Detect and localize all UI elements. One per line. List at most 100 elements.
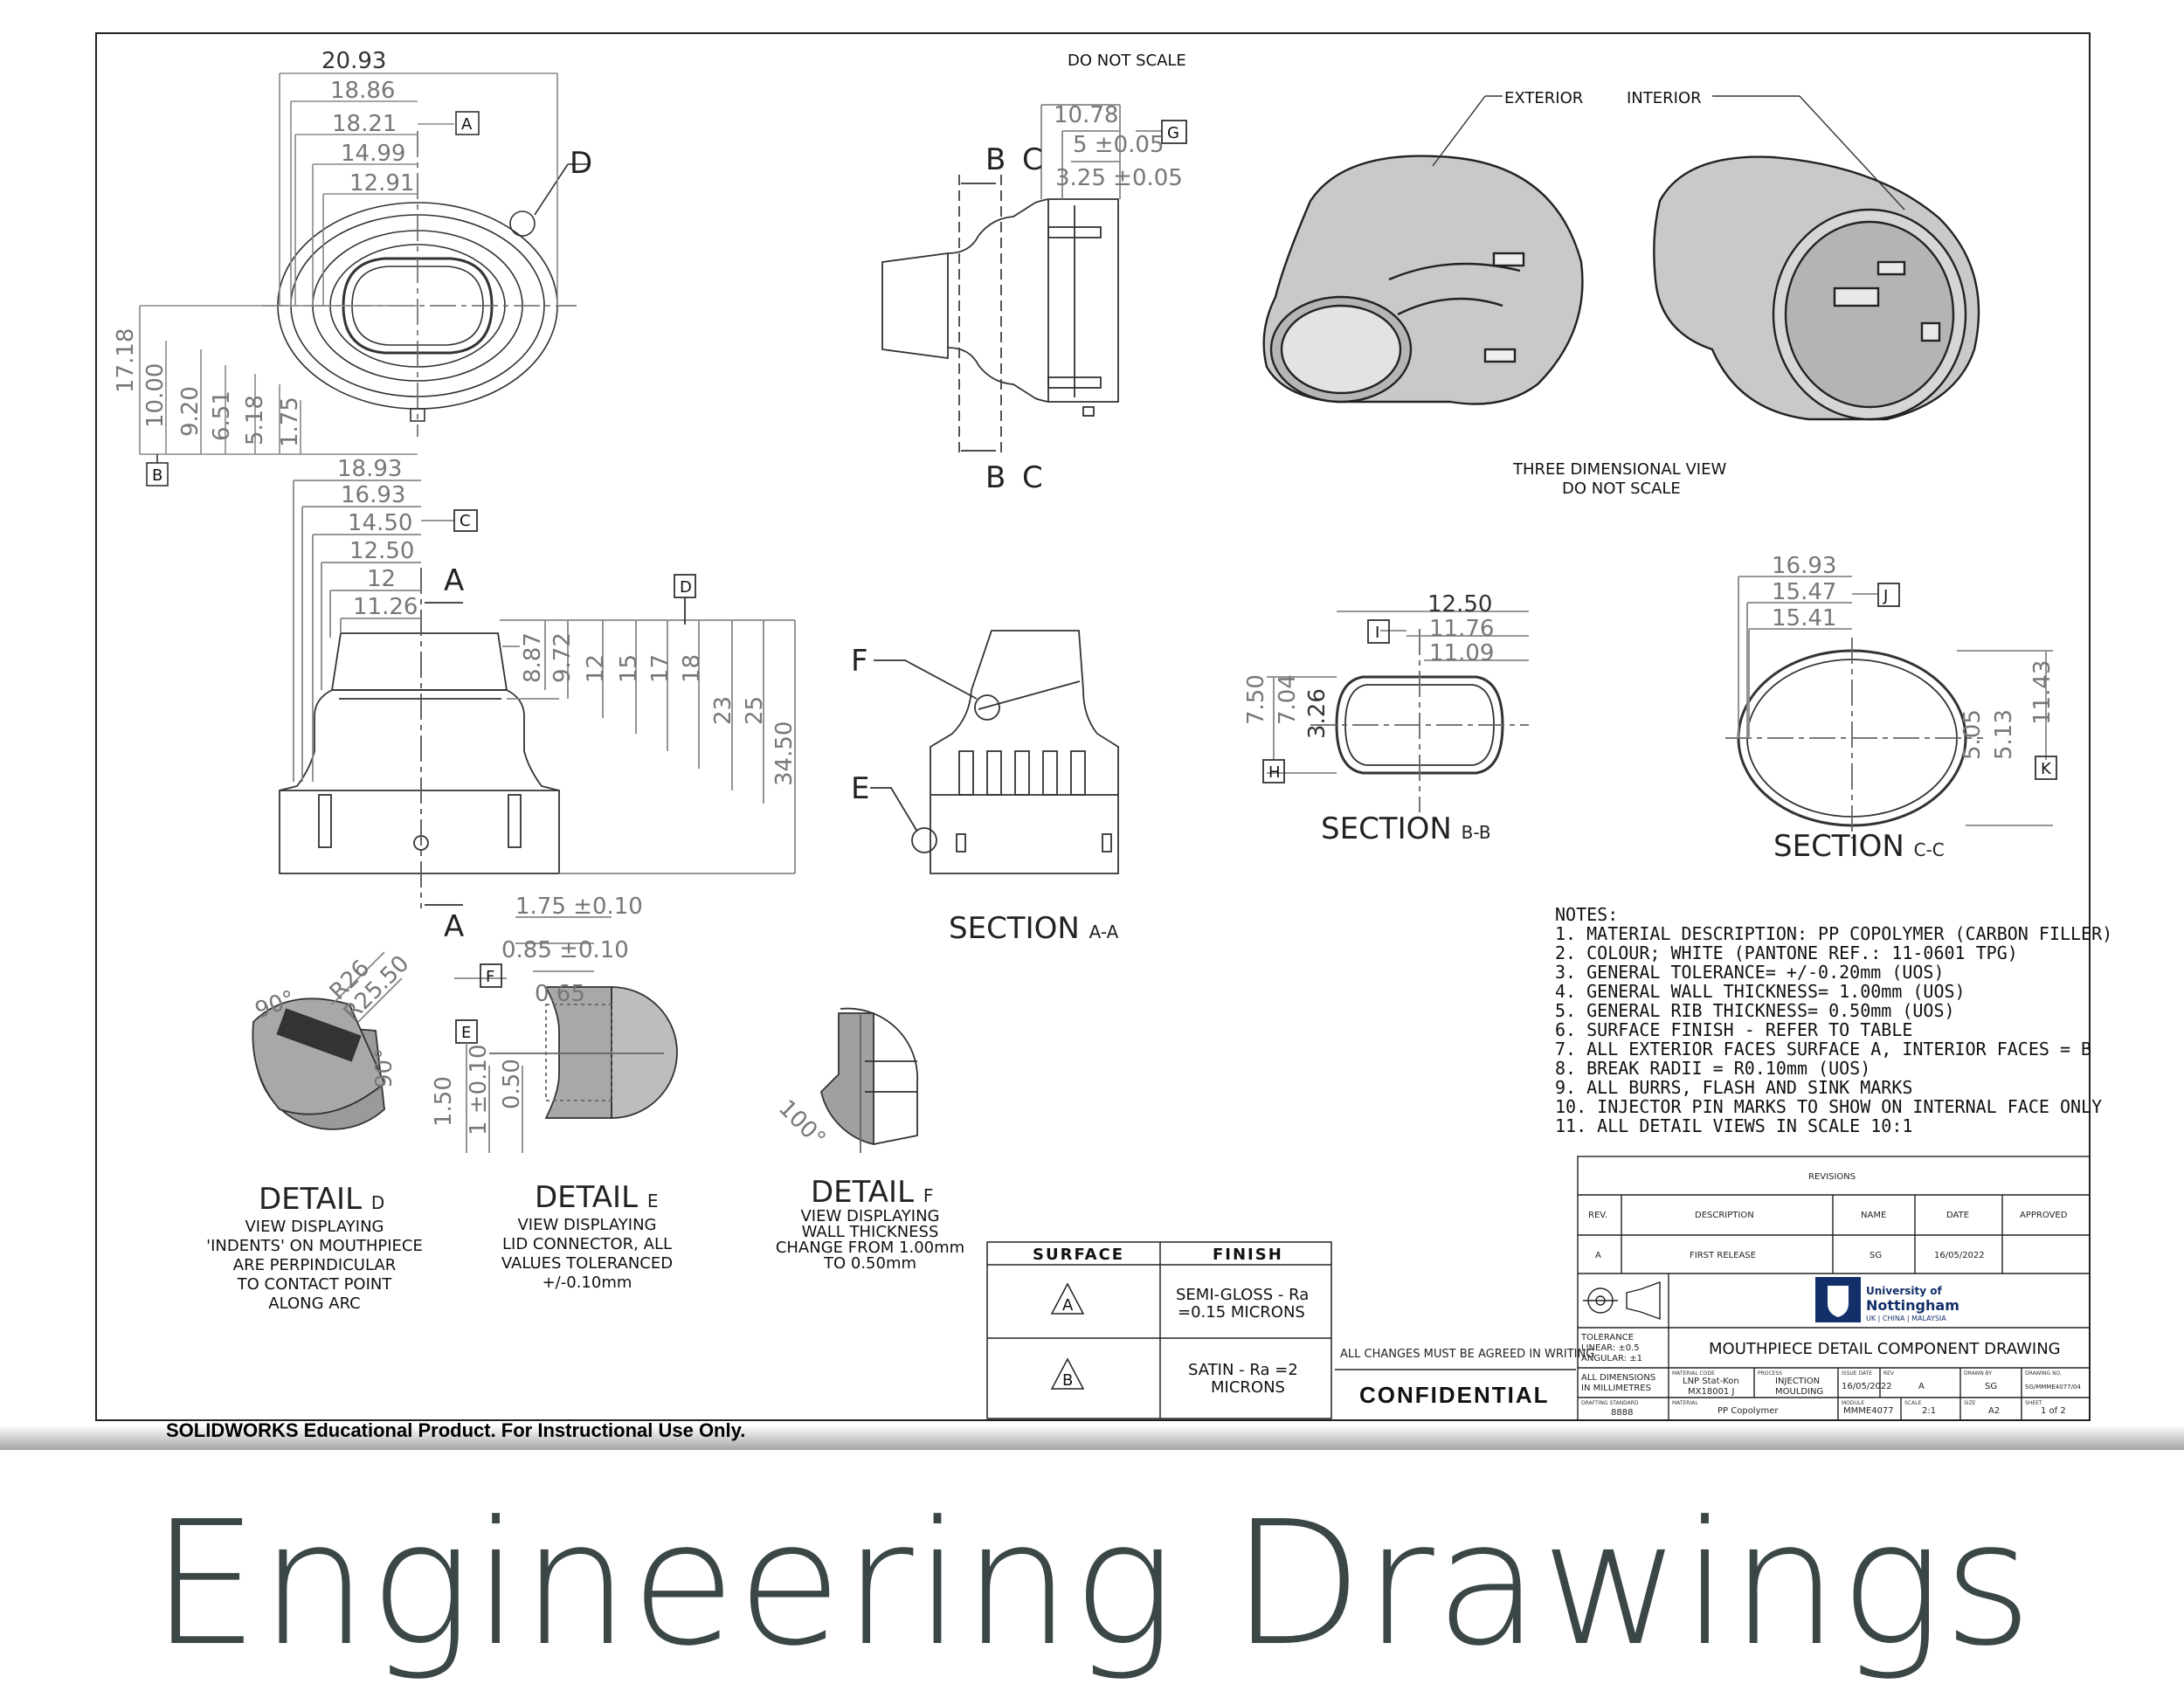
front-vdim-8: 25 (742, 696, 768, 725)
detail-d-suffix: D (371, 1192, 384, 1213)
scale-value: 2:1 (1922, 1406, 1936, 1416)
finish-table (986, 1241, 1332, 1419)
section-b-bottom: B (985, 460, 1006, 495)
drawing-title: MOUTHPIECE DETAIL COMPONENT DRAWING (1709, 1340, 2061, 1358)
material-value: PP Copolymer (1717, 1406, 1779, 1416)
detail-f-view (820, 1007, 919, 1153)
drawing-no: SG/MMME4077/04 (2025, 1384, 2081, 1391)
banner (0, 1450, 2184, 1698)
detail-d-view (252, 951, 403, 1130)
issue-date: 16/05/2022 (1842, 1382, 1892, 1391)
all-dims-2: IN MILLIMETRES (1581, 1384, 1651, 1393)
detail-e-caption-1: VIEW DISPLAYING (517, 1216, 656, 1234)
process-label: PROCESS (1758, 1370, 1782, 1377)
detail-e-suffix: E (647, 1191, 659, 1211)
university-line-2: Nottingham (1866, 1297, 1959, 1314)
finish-row-a-line1: SEMI-GLOSS - Ra (1176, 1286, 1309, 1304)
section-bb-title: SECTION B-B (1321, 811, 1491, 846)
note-4: 4. GENERAL WALL THICKNESS= 1.00mm (UOS) (1555, 981, 1966, 1002)
module-value: MMME4077 (1843, 1406, 1894, 1416)
iso-interior (1653, 95, 1980, 421)
drafting-value: 8888 (1611, 1408, 1633, 1418)
rev-value: A (1918, 1382, 1925, 1391)
top-vdim-4: 6.51 (209, 390, 235, 441)
material-code-label: MATERIAL CODE (1672, 1370, 1715, 1377)
section-cc-dim-1: 16.93 (1772, 553, 1836, 579)
revisions-title: REVISIONS (1808, 1172, 1856, 1182)
detail-f-caption-4: TO 0.50mm (823, 1254, 916, 1273)
section-aa-view (870, 630, 1119, 874)
size-label: SIZE (1964, 1400, 1976, 1406)
detail-e-view (454, 916, 678, 1153)
detail-d-callout: D (570, 146, 592, 181)
top-vdim-3: 9.20 (177, 386, 204, 437)
top-dim-2: 18.86 (330, 78, 395, 104)
datum-f-detail: F (486, 968, 494, 986)
datum-k-label: K (2041, 760, 2052, 778)
section-b-top: B (985, 142, 1006, 177)
front-dim-6: 11.26 (353, 594, 418, 620)
revisions-table (1577, 1156, 2091, 1421)
drawing-no-label: DRAWING NO. (2025, 1370, 2062, 1377)
detail-d-caption-1: VIEW DISPLAYING (245, 1218, 384, 1236)
section-cc-dim-2: 15.47 (1772, 579, 1836, 605)
section-aa-suffix: A-A (1089, 921, 1119, 942)
section-cc-view (1725, 576, 2057, 839)
section-cc-dim-3: 15.41 (1772, 605, 1836, 632)
top-vdim-1: 17.18 (113, 328, 139, 393)
detail-e-vdim-1: 1.50 (431, 1076, 457, 1127)
title-block (1578, 1274, 2090, 1420)
front-vdim-7: 23 (710, 696, 736, 725)
university-logo: University of Nottingham UK | CHINA | MA… (1815, 1277, 1959, 1322)
shield-icon (1828, 1286, 1849, 1317)
datum-h-label: H (1268, 763, 1281, 782)
finish-row-a-line2: =0.15 MICRONS (1178, 1303, 1305, 1322)
detail-e-caption-3: VALUES TOLERANCED (501, 1254, 673, 1273)
detail-e-vdim-2: 1 ±0.10 (466, 1045, 492, 1135)
rev-row-name: SG (1870, 1251, 1882, 1260)
front-vdim-4: 15 (616, 654, 642, 683)
side-dim-2: 5 ±0.05 (1073, 132, 1164, 158)
detail-e-dim-1: 1.75 ±0.10 (515, 894, 643, 920)
notes-block: NOTES: 1. MATERIAL DESCRIPTION: PP COPOL… (1555, 904, 2112, 1136)
side-view (881, 104, 1187, 454)
solidworks-footer: SOLIDWORKS Educational Product. For Inst… (166, 1419, 746, 1441)
detail-f-title: DETAIL F (811, 1175, 933, 1210)
front-vdim-3: 12 (583, 654, 609, 683)
material-label: MATERIAL (1672, 1400, 1698, 1406)
notes-heading: NOTES: (1555, 904, 1618, 925)
drafting-label: DRAFTING STANDARD (1581, 1400, 1639, 1406)
drawn-by: SG (1985, 1382, 1997, 1391)
section-bb-vdim-3: 3.26 (1304, 688, 1330, 739)
section-c-bottom: C (1022, 460, 1043, 495)
sheet-border (95, 32, 2091, 1421)
datum-j-label: J (1883, 587, 1888, 605)
note-8: 8. BREAK RADII = R0.10mm (UOS) (1555, 1058, 1870, 1079)
banner-title: Engineering Drawings (150, 1485, 2034, 1684)
section-a-top: A (444, 563, 464, 598)
detail-d-dim-4: 90° (371, 1048, 397, 1088)
confidential-label: CONFIDENTIAL (1359, 1382, 1550, 1408)
material-code-2: MX18001 J (1688, 1387, 1734, 1397)
detail-d-title: DETAIL D (259, 1182, 384, 1217)
section-cc-vdim-1: 5.05 (1959, 709, 1986, 760)
detail-d-word: DETAIL (259, 1182, 362, 1217)
do-not-scale-label: DO NOT SCALE (1068, 52, 1186, 70)
front-dim-2: 16.93 (341, 482, 405, 508)
rev-header-approved: APPROVED (2020, 1211, 2068, 1220)
note-2: 2. COLOUR; WHITE (PANTONE REF.: 11-0601 … (1555, 942, 2018, 963)
finish-header-finish: FINISH (1213, 1246, 1283, 1264)
datum-i-label: I (1375, 624, 1379, 642)
detail-e-caption-2: LID CONNECTOR, ALL (502, 1235, 672, 1253)
front-vertical-dims: 8.87 9.72 12 15 17 18 23 25 34.50 (520, 632, 798, 786)
datum-d-label: D (680, 578, 692, 597)
tolerance-angular: ANGULAR: ±1 (1581, 1354, 1642, 1363)
detail-f-word: DETAIL (811, 1175, 914, 1210)
section-aa-word: SECTION (949, 911, 1080, 946)
iso-exterior (1262, 95, 1584, 405)
rev-row-desc: FIRST RELEASE (1690, 1251, 1756, 1260)
section-c-top: C (1022, 142, 1043, 177)
front-vdim-2: 9.72 (549, 632, 576, 683)
front-dim-3: 14.50 (348, 510, 412, 536)
front-vdim-1: 8.87 (520, 632, 546, 683)
